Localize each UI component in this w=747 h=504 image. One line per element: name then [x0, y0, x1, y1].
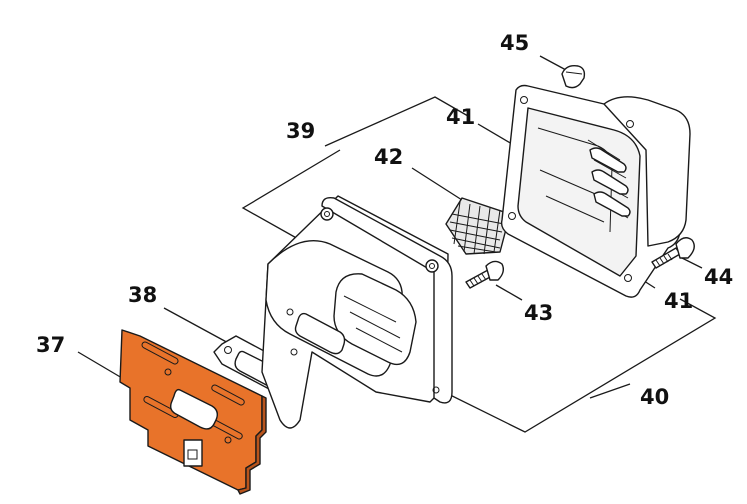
- cover-hole: [508, 212, 516, 220]
- muffler-flange: [321, 196, 453, 404]
- screw-44-thread: [655, 253, 673, 267]
- heat-shield-slot: [211, 384, 245, 406]
- callout-40: 40: [640, 385, 669, 409]
- muffler-flange-hole: [432, 386, 440, 394]
- screw-43-thread: [469, 273, 487, 287]
- part-37-heat-shield: [119, 329, 267, 495]
- muffler-bolt-hole: [324, 211, 330, 217]
- cover-hole: [626, 120, 634, 128]
- heat-shield-tab-window: [187, 449, 198, 460]
- spark-screen-mesh: [449, 201, 505, 255]
- callout-39: 39: [286, 119, 315, 143]
- callout-42: 42: [374, 145, 403, 169]
- heat-shield-exhaust-port: [169, 388, 219, 430]
- leader-43: [495, 284, 523, 301]
- callout-38: 38: [128, 283, 157, 307]
- callout-44: 44: [704, 265, 733, 289]
- muffler-bolt-hole: [429, 263, 435, 269]
- callout-45: 45: [500, 31, 529, 55]
- muffler-bolt: [320, 207, 334, 221]
- screw-45-head: [565, 71, 583, 75]
- gasket-bolt-hole: [224, 346, 232, 354]
- muffler-front-hole: [290, 348, 298, 356]
- cover-hole: [624, 274, 632, 282]
- callout-41-bottom: 41: [664, 289, 693, 313]
- part-41-muffler-cover: [500, 84, 691, 298]
- cover-hole: [520, 96, 528, 104]
- cover-housing: [603, 96, 691, 247]
- cover-inner-rim: [517, 107, 641, 277]
- muffler-inlet: [294, 312, 346, 355]
- leader-37: [77, 351, 123, 379]
- leader-44: [681, 257, 703, 269]
- leader-45: [539, 55, 567, 71]
- part-42-spark-screen: [445, 197, 511, 255]
- callout-37: 37: [36, 333, 65, 357]
- callouts: 37 38 39 40 41 41 42 43 44 45: [36, 31, 733, 409]
- muffler-flange-hole: [286, 308, 294, 316]
- bracket-lower: [429, 298, 717, 433]
- muffler-bump-ridge: [343, 295, 403, 353]
- part-44-screw: [651, 237, 695, 269]
- heat-shield-flange: [237, 395, 267, 495]
- cover-slot: [593, 191, 631, 217]
- callout-43: 43: [524, 301, 553, 325]
- screw-45-body: [561, 64, 586, 89]
- heat-shield-tab: [183, 439, 203, 467]
- heat-shield-slot: [143, 395, 179, 419]
- leader-40: [589, 383, 631, 399]
- part-45-screw: [561, 64, 586, 89]
- part-43-screw: [465, 260, 505, 289]
- cover-slot: [591, 169, 629, 195]
- heat-shield-slot: [141, 341, 179, 365]
- screw-43-head: [485, 260, 505, 281]
- part-39-muffler-housing: [261, 195, 453, 429]
- leader-41-top: [477, 123, 513, 145]
- bracket-upper: [241, 149, 341, 241]
- muffler-bolt: [425, 259, 439, 273]
- screw-44-head: [675, 237, 695, 259]
- bracket-upper-top: [324, 96, 469, 147]
- heat-shield-hole: [164, 368, 172, 376]
- leader-38: [163, 307, 233, 346]
- cover-slot: [589, 147, 627, 173]
- heat-shield-hole: [224, 436, 232, 444]
- leader-42: [411, 167, 463, 201]
- callout-41-top: 41: [446, 105, 475, 129]
